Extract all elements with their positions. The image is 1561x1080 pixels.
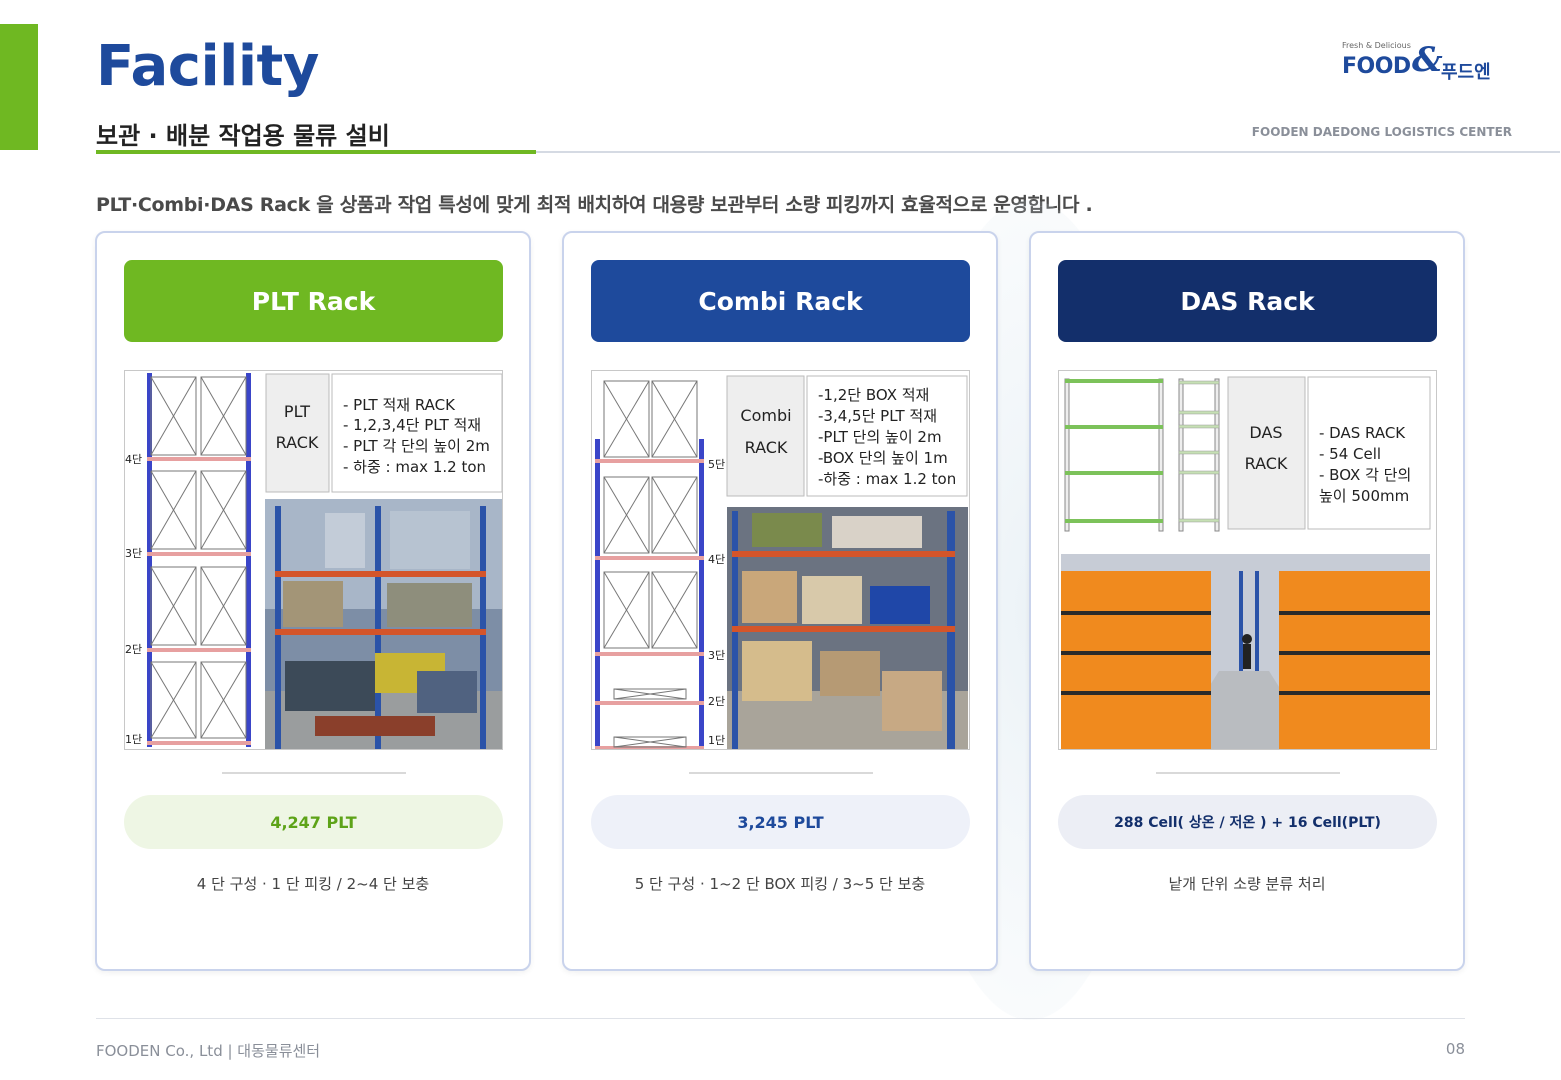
spec-line: - 1,2,3,4단 PLT 적재 [343, 416, 481, 434]
lead-text: PLT·Combi·DAS Rack 을 상품과 작업 특성에 맞게 최적 배치… [96, 194, 1093, 216]
page-subtitle: 보관 · 배분 작업용 물류 설비 [96, 122, 390, 150]
warehouse-photo [265, 499, 502, 749]
rack-label: Combi [740, 406, 791, 425]
card-title: PLT Rack [124, 260, 503, 342]
spec-line: - DAS RACK [1319, 424, 1406, 442]
warehouse-photo [1061, 554, 1430, 749]
card-description: 낱개 단위 소량 분류 처리 [1168, 875, 1326, 893]
spec-line: -1,2단 BOX 적재 [818, 386, 929, 404]
combi-rack-diagram: 5단 4단 3단 2단 1단 Combi RACK -1,2단 BOX 적재 -… [595, 375, 968, 749]
rack-label: RACK [745, 438, 788, 457]
accent-bar [0, 24, 38, 150]
rack-label: RACK [276, 433, 319, 452]
level-label: 3단 [125, 547, 142, 560]
card-plt-rack: PLT Rack [95, 231, 531, 971]
rack-label: DAS [1249, 423, 1282, 442]
spec-line: - PLT 각 단의 높이 2m [343, 437, 490, 455]
fooden-logo: Fresh & Delicious FOOD & 푸드엔 [1342, 40, 1512, 84]
rack-label: RACK [1245, 454, 1288, 473]
combi-rack-figure: 5단 4단 3단 2단 1단 Combi RACK -1,2단 BOX 적재 -… [591, 370, 970, 750]
level-label: 4단 [708, 553, 725, 566]
center-label: FOODEN DAEDONG LOGISTICS CENTER [1251, 125, 1512, 139]
header-rule-accent [96, 150, 536, 154]
card-description: 5 단 구성 · 1~2 단 BOX 피킹 / 3~5 단 보충 [634, 875, 926, 893]
footer-rule [96, 1018, 1465, 1019]
logo-ampersand: & [1412, 40, 1443, 80]
page-title: Facility [96, 34, 319, 99]
header-rule [96, 151, 1560, 153]
spec-line: - PLT 적재 RACK [343, 396, 456, 414]
spec-line: - 54 Cell [1319, 445, 1381, 463]
spec-line: -하중 : max 1.2 ton [818, 470, 956, 488]
spec-line: -3,4,5단 PLT 적재 [818, 407, 937, 425]
page-number: 08 [1445, 1040, 1465, 1058]
footer-company: FOODEN Co., Ltd | 대동물류센터 [96, 1042, 321, 1060]
level-label: 1단 [125, 733, 142, 746]
plt-rack-diagram: 4단 3단 2단 1단 PLT RACK - PLT 적재 RACK - 1,2… [125, 373, 502, 749]
spec-line: -PLT 단의 높이 2m [818, 428, 942, 446]
level-label: 2단 [708, 695, 725, 708]
card-description: 4 단 구성 · 1 단 피킹 / 2~4 단 보충 [196, 875, 430, 893]
plt-rack-figure: 4단 3단 2단 1단 PLT RACK - PLT 적재 RACK - 1,2… [124, 370, 503, 750]
warehouse-photo [727, 507, 968, 749]
spec-line: - 하중 : max 1.2 ton [343, 458, 486, 476]
card-title: DAS Rack [1058, 260, 1437, 342]
spec-line: 높이 500mm [1319, 487, 1409, 505]
logo-tagline: Fresh & Delicious [1342, 41, 1411, 50]
spec-line: -BOX 단의 높이 1m [818, 449, 948, 467]
card-divider [689, 772, 873, 774]
level-label: 1단 [708, 734, 725, 747]
card-combi-rack: Combi Rack 5단 4단 [562, 231, 998, 971]
das-rack-figure: DAS RACK - DAS RACK - 54 Cell - BOX 각 단의… [1058, 370, 1437, 750]
card-title: Combi Rack [591, 260, 970, 342]
logo-word: FOOD [1342, 54, 1411, 79]
das-rack-diagram: DAS RACK - DAS RACK - 54 Cell - BOX 각 단의… [1061, 376, 1431, 749]
level-label: 5단 [708, 458, 725, 471]
card-divider [222, 772, 406, 774]
capacity-badge: 3,245 PLT [591, 795, 970, 849]
level-label: 4단 [125, 453, 142, 466]
logo-korean: 푸드엔 [1441, 62, 1491, 83]
rack-label: PLT [284, 402, 310, 421]
level-label: 3단 [708, 649, 725, 662]
spec-line: - BOX 각 단의 [1319, 466, 1411, 484]
card-das-rack: DAS Rack DA [1029, 231, 1465, 971]
capacity-badge: 4,247 PLT [124, 795, 503, 849]
level-label: 2단 [125, 643, 142, 656]
capacity-badge: 288 Cell( 상온 / 저온 ) + 16 Cell(PLT) [1058, 795, 1437, 849]
card-divider [1156, 772, 1340, 774]
